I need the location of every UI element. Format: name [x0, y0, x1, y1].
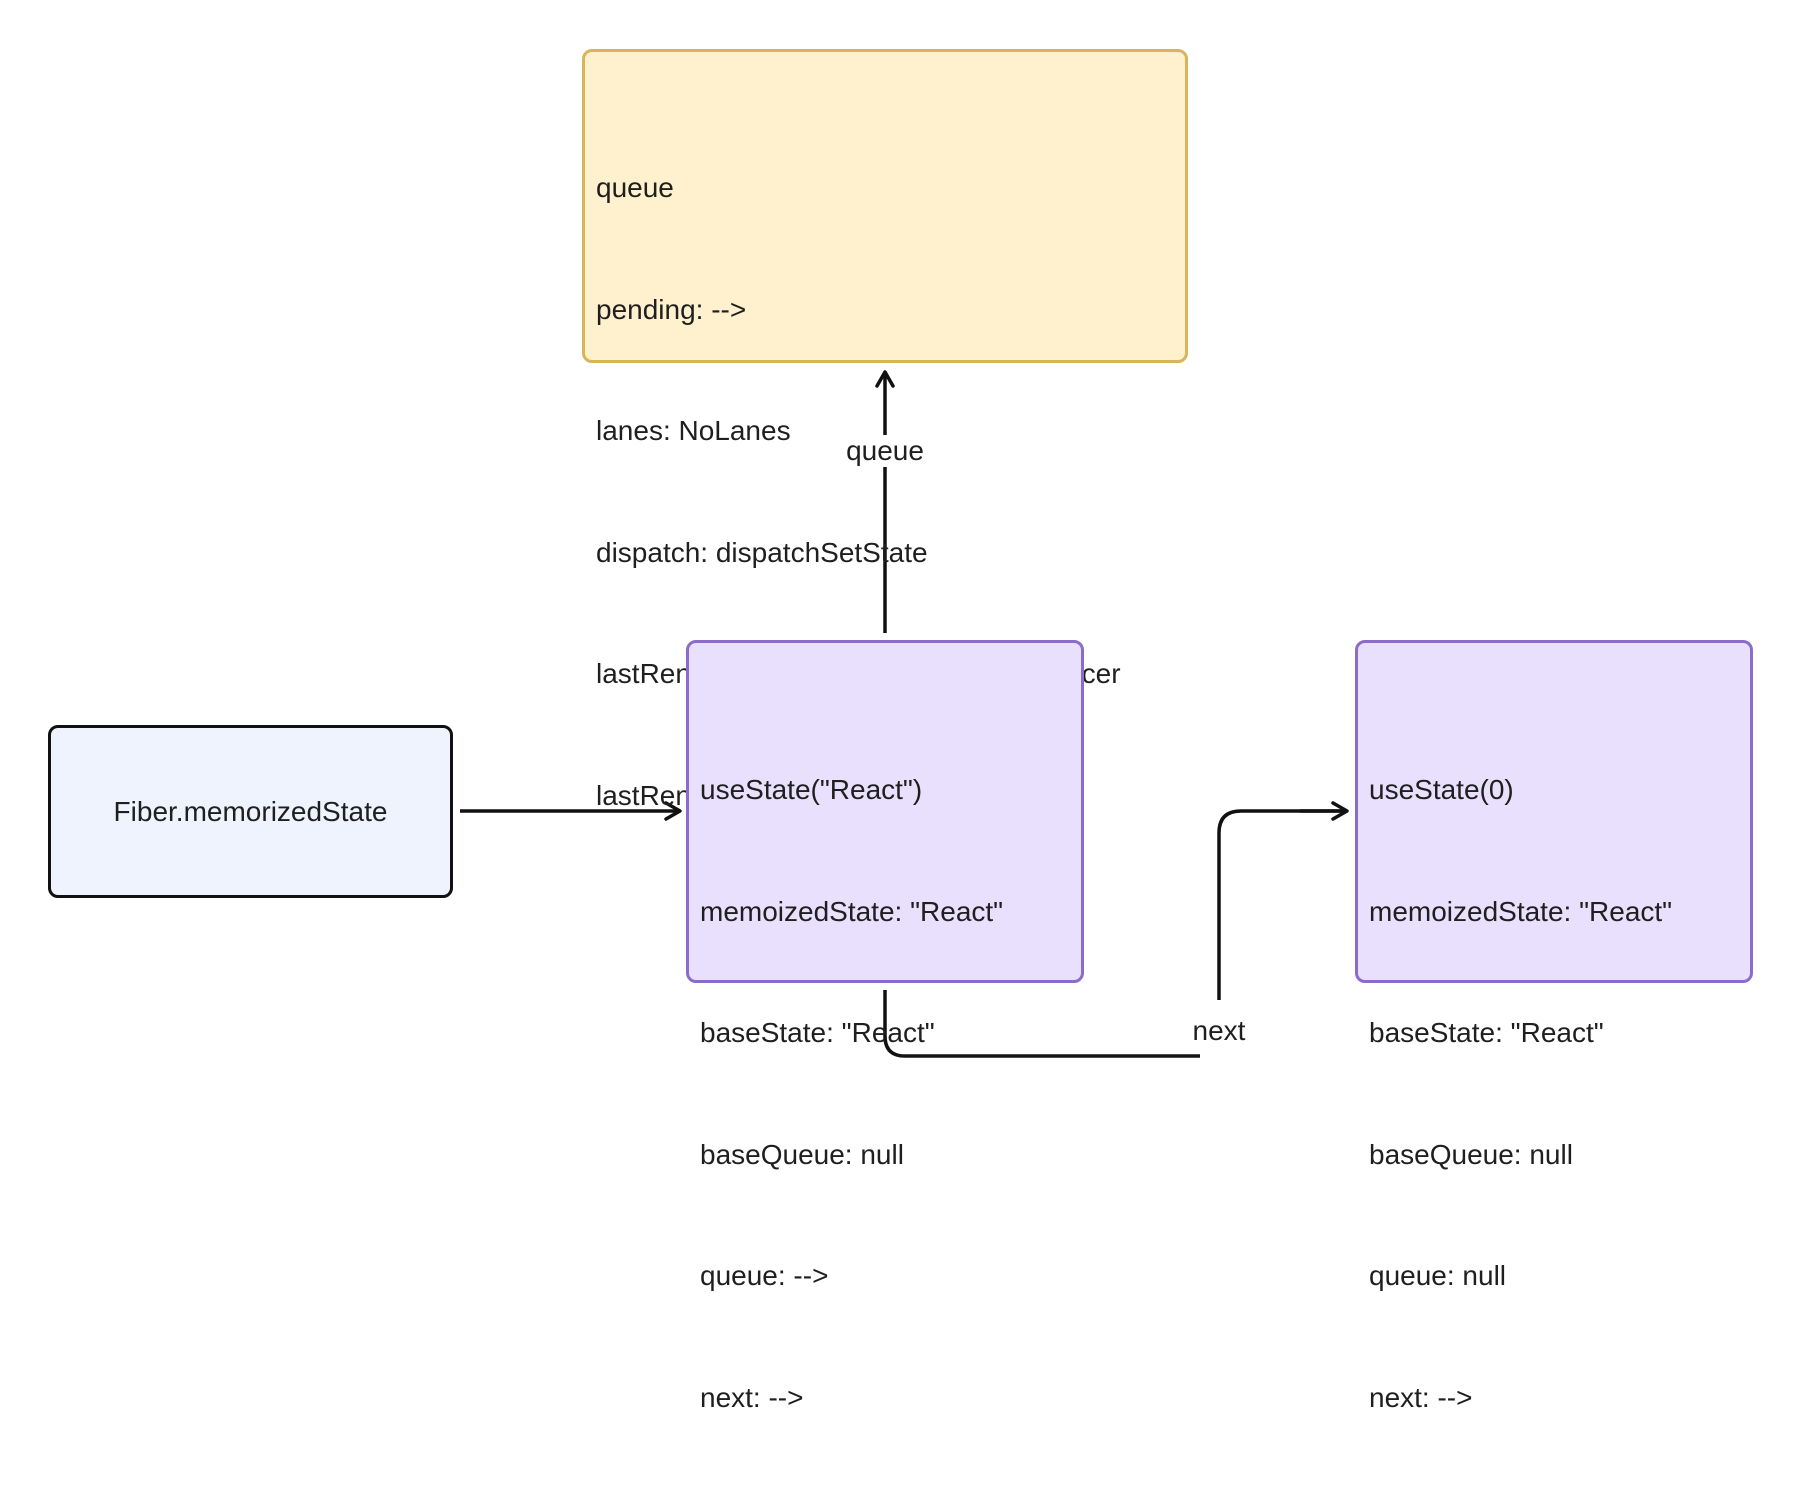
hook-1-line: next: --> — [700, 1381, 804, 1413]
hook-1-line: useState("React") — [700, 774, 923, 805]
edge-label-next: next — [1188, 1015, 1250, 1047]
hook-2-line: baseQueue: null — [1369, 1138, 1573, 1170]
hook-1-line: baseState: "React" — [700, 1017, 935, 1048]
queue-node-line: dispatch: dispatchSetState — [596, 536, 928, 568]
hook-1-lines: useState("React") memoizedState: "React"… — [700, 689, 1003, 1499]
fiber-memorized-state-node: Fiber.memorizedState — [48, 725, 453, 898]
hook-2-line: memoizedState: "React" — [1369, 895, 1673, 927]
queue-node-line: lanes: NoLanes — [596, 415, 791, 446]
hook-2-line: queue: null — [1369, 1260, 1507, 1291]
hook-1-line: baseQueue: null — [700, 1138, 904, 1170]
queue-node: queue pending: --> lanes: NoLanes dispat… — [582, 49, 1188, 811]
hook-2-lines: useState(0) memoizedState: "React" baseS… — [1369, 689, 1672, 1499]
hook-1-line: memoizedState: "React" — [700, 895, 1004, 927]
hook-node-use-state-react: useState("React") memoizedState: "React"… — [686, 640, 1084, 1413]
queue-node-line: pending: --> — [596, 293, 747, 325]
edge-label-queue: queue — [842, 435, 928, 467]
queue-node-line: queue — [596, 172, 674, 203]
hook-1-line: queue: --> — [700, 1260, 829, 1291]
hook-2-line: useState(0) — [1369, 774, 1514, 805]
hook-2-line: baseState: "React" — [1369, 1017, 1604, 1048]
edge-hook-1-to-hook-2 — [883, 809, 1347, 1058]
edges-layer — [460, 370, 1349, 1058]
fiber-node-label: Fiber.memorizedState — [113, 795, 388, 827]
hook-node-use-state-0: useState(0) memoizedState: "React" baseS… — [1355, 640, 1753, 1413]
hook-2-line: next: --> — [1369, 1381, 1473, 1413]
